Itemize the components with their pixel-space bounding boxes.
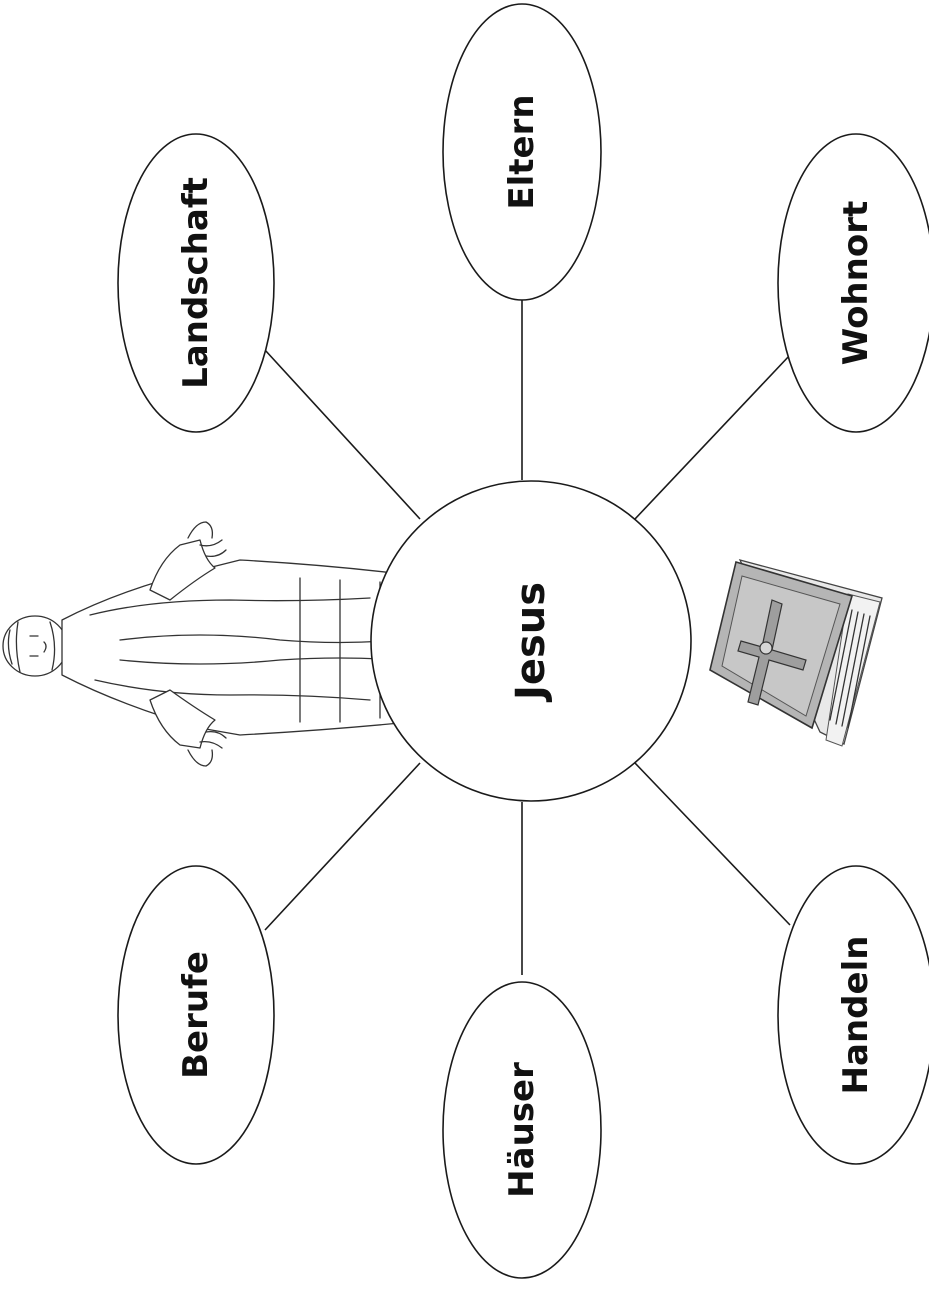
- node-handeln: Handeln: [777, 865, 929, 1165]
- node-label-haeuser: Häuser: [502, 1062, 542, 1198]
- jesus-figure-illustration: [2, 521, 441, 767]
- node-wohnort: Wohnort: [777, 133, 929, 433]
- node-ellipse-berufe: [117, 865, 275, 1165]
- node-label-berufe: Berufe: [176, 951, 216, 1079]
- node-label-landschaft: Landschaft: [176, 177, 216, 389]
- node-landschaft: Landschaft: [117, 133, 275, 433]
- node-label-wohnort: Wohnort: [836, 201, 876, 365]
- node-ellipse-landschaft: [117, 133, 275, 433]
- bible-illustration: [709, 559, 883, 747]
- node-haeuser: Häuser: [442, 981, 602, 1279]
- connector-berufe: [264, 762, 421, 931]
- node-eltern: Eltern: [442, 3, 602, 301]
- node-ellipse-handeln: [777, 865, 929, 1165]
- node-ellipse-eltern: [442, 3, 602, 301]
- connector-wohnort: [634, 354, 791, 520]
- node-ellipse-wohnort: [777, 133, 929, 433]
- center-circle: [370, 480, 692, 802]
- node-label-handeln: Handeln: [836, 936, 876, 1095]
- center-node: Jesus: [370, 480, 692, 802]
- node-label-eltern: Eltern: [502, 94, 542, 209]
- connectors: [264, 300, 791, 975]
- connector-handeln: [634, 762, 791, 926]
- connector-landschaft: [264, 349, 421, 520]
- node-berufe: Berufe: [117, 865, 275, 1165]
- center-label: Jesus: [508, 582, 554, 703]
- node-ellipse-haeuser: [442, 981, 602, 1279]
